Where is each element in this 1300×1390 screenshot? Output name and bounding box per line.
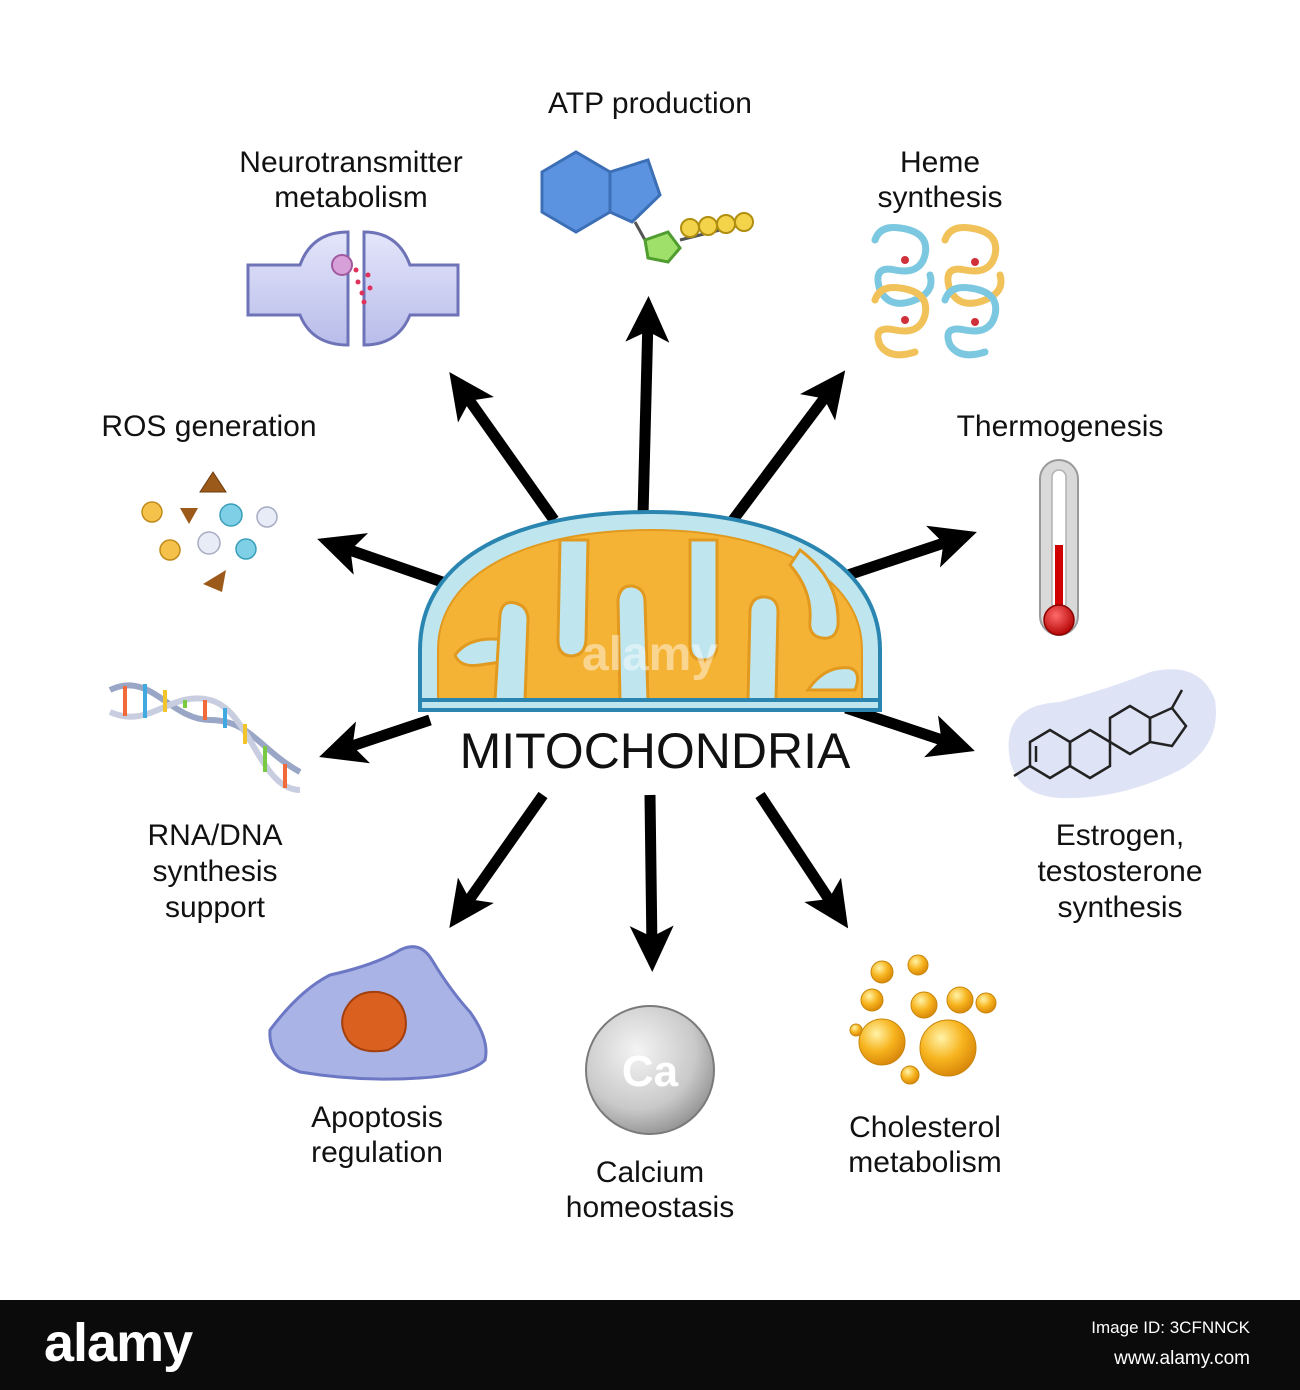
dna-label-line3: support — [165, 891, 266, 924]
arrow-to-thermo — [843, 525, 977, 582]
apoptosis-label-line1: Apoptosis — [311, 1101, 443, 1134]
cholesterol-label-line2: metabolism — [848, 1146, 1001, 1179]
site-url: www.alamy.com — [1114, 1348, 1250, 1369]
calcium-sphere-icon: Ca — [585, 1005, 715, 1135]
cholesterol-label-line1: Cholesterol — [849, 1111, 1001, 1144]
atp-label: ATP production — [548, 87, 752, 120]
atp-molecule-icon — [540, 150, 754, 264]
arrow-to-neuro — [449, 372, 559, 524]
arrow-to-heme — [728, 370, 846, 524]
watermark: alamy — [582, 628, 718, 681]
estrogen-label-line3: synthesis — [1057, 891, 1182, 924]
brand-logo: alamy — [44, 1313, 193, 1373]
arrow-to-estrogen — [844, 702, 975, 758]
arrow-to-atp — [625, 296, 670, 516]
mitochondrion-icon — [418, 509, 882, 712]
estrogen-label-line2: testosterone — [1037, 855, 1202, 888]
dna-label-line1: RNA/DNA — [147, 819, 282, 852]
thermo-label: Thermogenesis — [957, 410, 1164, 443]
arrow-to-ros — [317, 533, 450, 590]
dna-helix-icon — [108, 682, 302, 793]
arrows — [317, 296, 977, 972]
footer-bar: alamy Image ID: 3CFNNCK www.alamy.com — [0, 1300, 1300, 1390]
center-title: MITOCHONDRIA — [460, 723, 851, 779]
calcium-label-line2: homeostasis — [566, 1191, 734, 1224]
heme-label-line2: synthesis — [877, 181, 1002, 214]
apoptosis-label-line2: regulation — [311, 1136, 443, 1169]
calcium-symbol: Ca — [622, 1047, 679, 1096]
hemoglobin-icon — [871, 224, 1005, 359]
cell-icon — [268, 945, 488, 1081]
thermometer-icon — [1039, 459, 1079, 636]
arrow-to-calcium — [629, 794, 674, 972]
ros-label: ROS generation — [101, 410, 316, 443]
steroid-molecule-icon — [1008, 669, 1216, 799]
arrow-to-dna — [319, 714, 432, 764]
synapse-icon — [246, 230, 460, 347]
image-id: Image ID: 3CFNNCK — [1091, 1318, 1250, 1337]
neuro-label-line1: Neurotransmitter — [239, 146, 462, 179]
mitochondria-functions-diagram: MITOCHONDRIA alamy ATP production Neurot… — [101, 87, 1216, 1224]
ros-particles-icon — [141, 471, 278, 592]
dna-label-line2: synthesis — [152, 855, 277, 888]
heme-label-line1: Heme — [900, 146, 980, 179]
estrogen-label-line1: Estrogen, — [1056, 819, 1184, 852]
arrow-to-cholesterol — [755, 791, 849, 929]
calcium-label-line1: Calcium — [596, 1156, 704, 1189]
neuro-label-line2: metabolism — [274, 181, 427, 214]
arrow-to-apoptosis — [449, 791, 548, 928]
lipid-droplets-icon — [849, 954, 997, 1085]
